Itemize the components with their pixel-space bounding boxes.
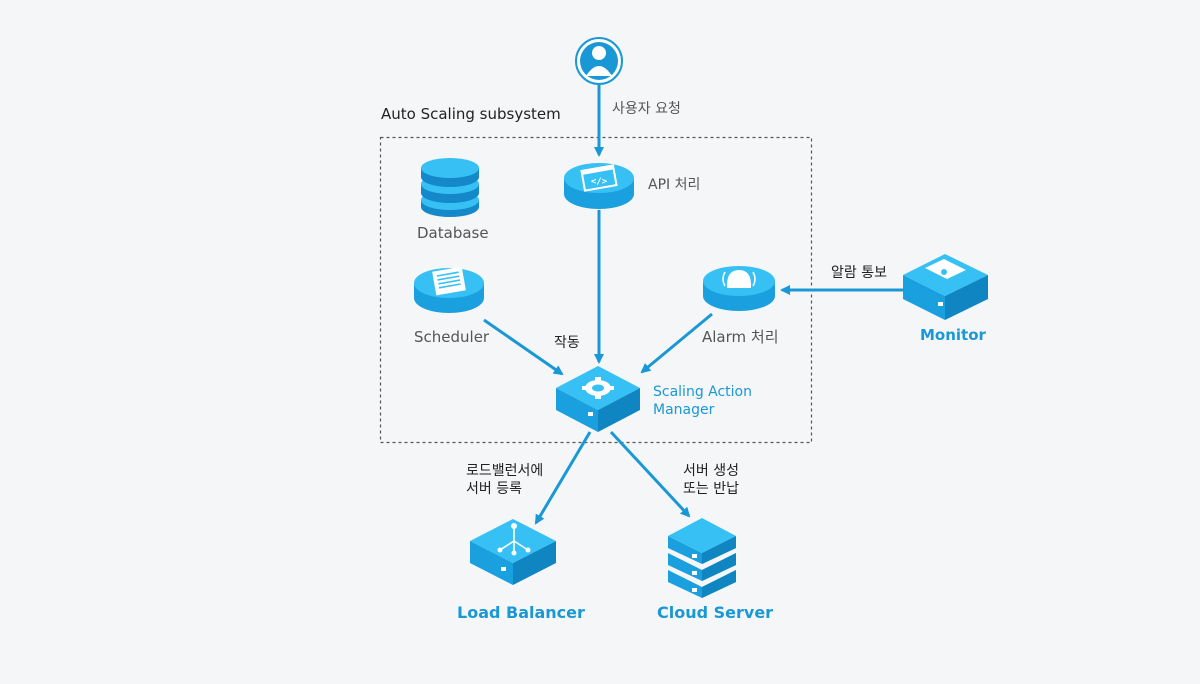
arrow-sam-to-loadbalancer xyxy=(534,431,592,525)
node-label-alarm: Alarm 처리 xyxy=(702,328,779,346)
node-label-scheduler: Scheduler xyxy=(414,328,490,346)
sam-label-line2: Manager xyxy=(653,402,715,418)
code-icon: </> xyxy=(564,163,634,209)
user-icon xyxy=(575,37,623,85)
edge-label-server-create: 서버 생성 또는 반납 xyxy=(683,462,739,498)
sam-label-line1: Scaling Action xyxy=(653,384,752,400)
subsystem-title: Auto Scaling subsystem xyxy=(381,105,561,123)
edge-label-user-request: 사용자 요청 xyxy=(612,101,681,117)
lb-register-line2: 서버 등록 xyxy=(466,481,522,497)
monitor-icon xyxy=(903,254,988,320)
edge-label-lb-register: 로드밸런서에 서버 등록 xyxy=(466,462,543,498)
load-balancer-icon xyxy=(470,519,556,585)
alarm-icon xyxy=(703,266,775,311)
server-line1: 서버 생성 xyxy=(683,463,739,479)
edge-label-trigger: 작동 xyxy=(554,335,580,351)
node-label-monitor: Monitor xyxy=(920,326,986,344)
database-icon xyxy=(421,158,479,217)
edge-label-alarm-notify: 알람 통보 xyxy=(831,265,887,281)
svg-text:</>: </> xyxy=(591,177,608,187)
arrow-alarm-to-sam xyxy=(640,312,713,374)
arrow-scheduler-to-sam xyxy=(483,318,564,376)
server-line2: 또는 반납 xyxy=(683,481,739,497)
gear-icon xyxy=(556,366,640,432)
lb-register-line1: 로드밸런서에 xyxy=(466,463,544,479)
arrow-sam-to-cloudserver xyxy=(609,430,691,518)
node-label-load-balancer: Load Balancer xyxy=(457,603,585,622)
server-stack-icon xyxy=(668,518,736,598)
scheduler-icon xyxy=(414,266,484,313)
node-label-api: API 처리 xyxy=(648,177,701,193)
node-label-scaling-action-manager: Scaling Action Manager xyxy=(653,383,752,419)
node-label-cloud-server: Cloud Server xyxy=(657,603,774,622)
connectors xyxy=(483,85,903,525)
node-label-database: Database xyxy=(417,224,489,242)
